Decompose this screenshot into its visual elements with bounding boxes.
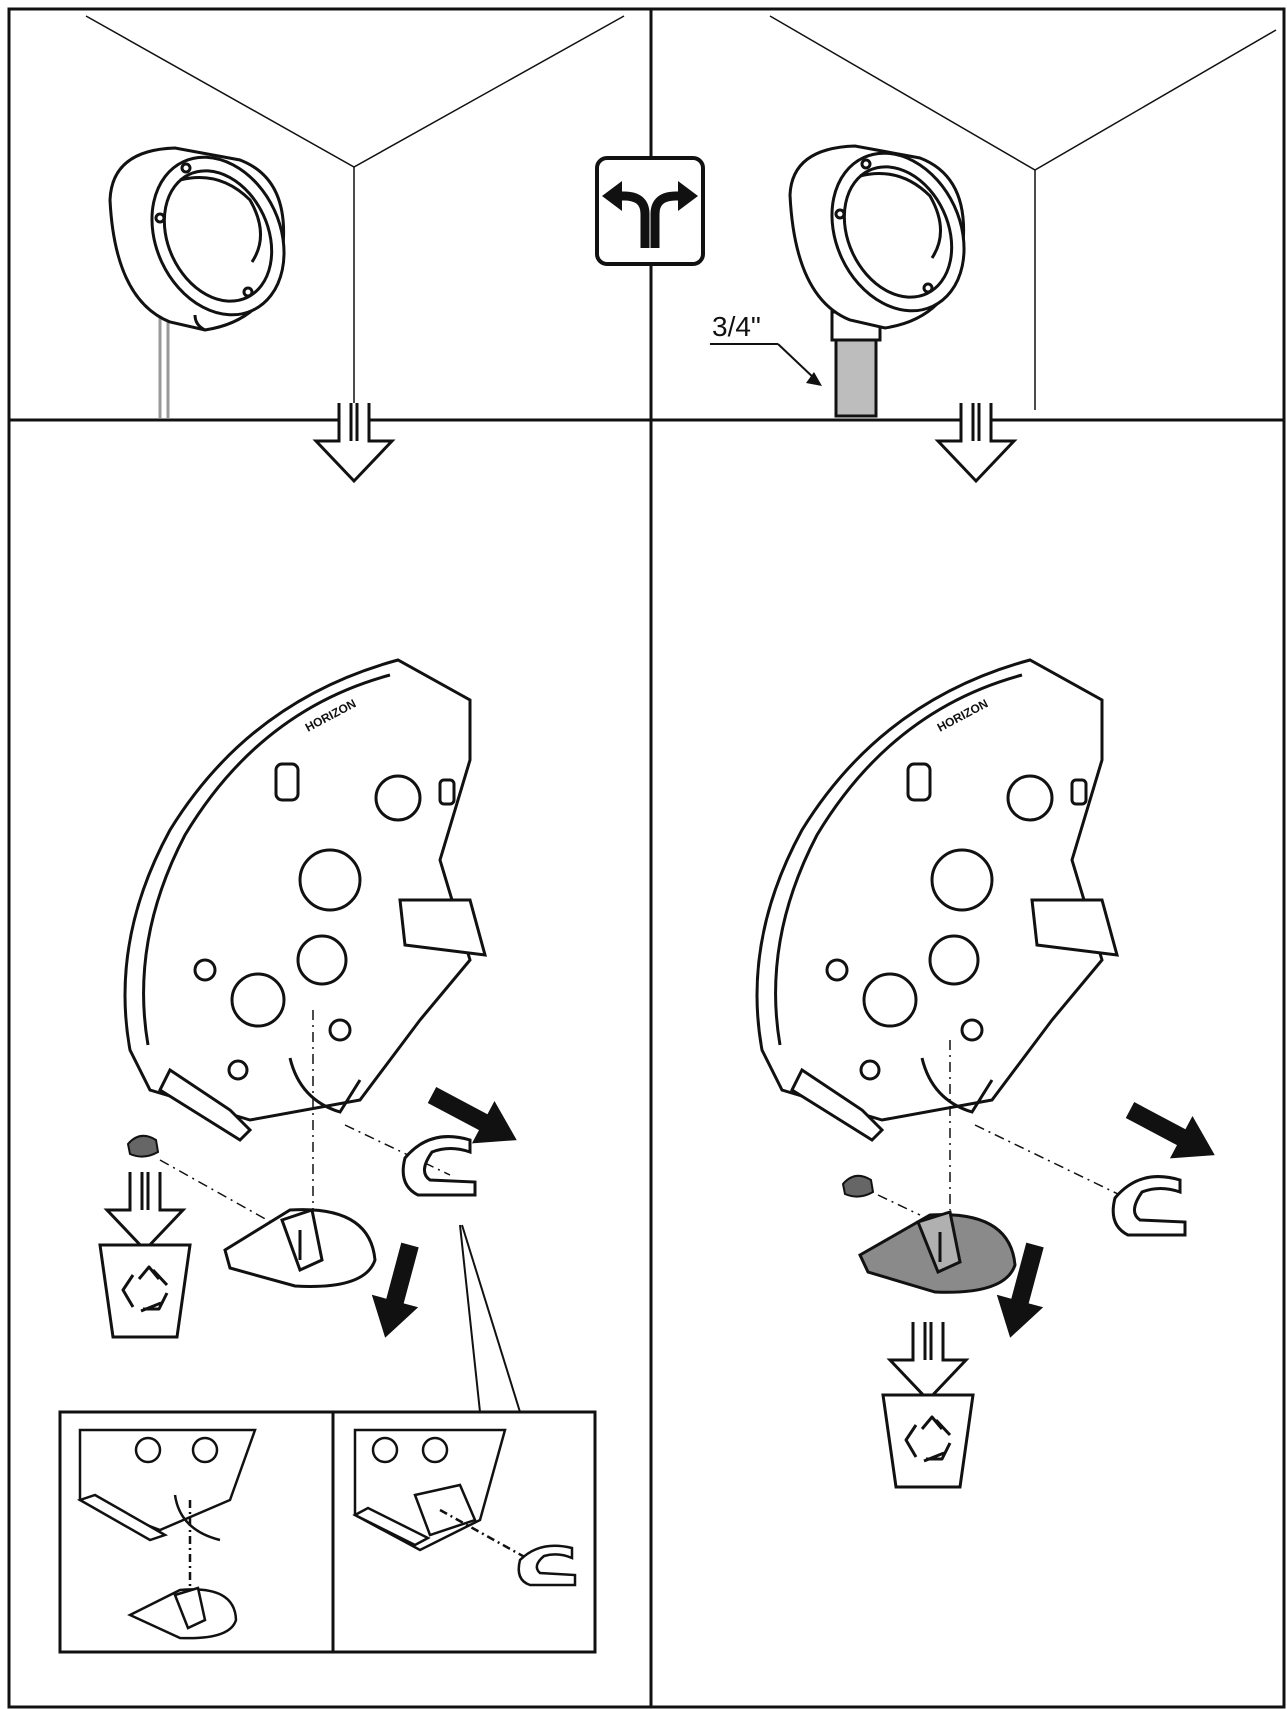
guide-dashes <box>877 1040 1121 1216</box>
cable-thin <box>158 308 170 418</box>
callout-lines <box>459 1224 521 1413</box>
cable-insert <box>223 1208 377 1288</box>
panel-grid <box>7 7 1286 1709</box>
panel-top-right: 3/4" <box>710 15 1277 418</box>
conduit-insert-highlighted <box>858 1210 1017 1294</box>
mounting-plate <box>123 658 488 1142</box>
room-corner-lines <box>769 15 1277 410</box>
conduit-size-label: 3/4" <box>712 311 761 342</box>
down-arrow-outline-icon <box>888 1320 968 1402</box>
panel-bottom-right: HORIZON <box>755 658 1227 1489</box>
recycle-bin-icon <box>881 1393 975 1489</box>
small-plug <box>126 1134 160 1158</box>
u-clip <box>401 1135 477 1197</box>
solid-arrow-icon <box>1118 1088 1227 1177</box>
detail-inset <box>58 1410 597 1654</box>
down-arrow-outline-icon <box>314 401 394 483</box>
dome-camera <box>108 146 286 332</box>
guide-dashes <box>159 1010 451 1231</box>
room-corner-lines <box>85 15 625 410</box>
fork-choice-icon <box>595 156 705 266</box>
u-clip <box>1111 1175 1187 1237</box>
dome-camera <box>788 144 966 330</box>
mounting-plate <box>755 658 1120 1142</box>
down-arrow-outline-icon <box>105 1170 185 1252</box>
recycle-bin-icon <box>98 1243 192 1339</box>
inset-step-two <box>352 1428 577 1587</box>
panel-top-left <box>85 15 625 418</box>
down-arrow-outline-icon <box>936 401 1016 483</box>
inset-step-one <box>76 1428 257 1640</box>
conduit-pipe <box>830 310 882 418</box>
small-plug <box>841 1174 875 1198</box>
panel-bottom-left: HORIZON <box>58 658 597 1654</box>
conduit-leader <box>710 343 822 386</box>
